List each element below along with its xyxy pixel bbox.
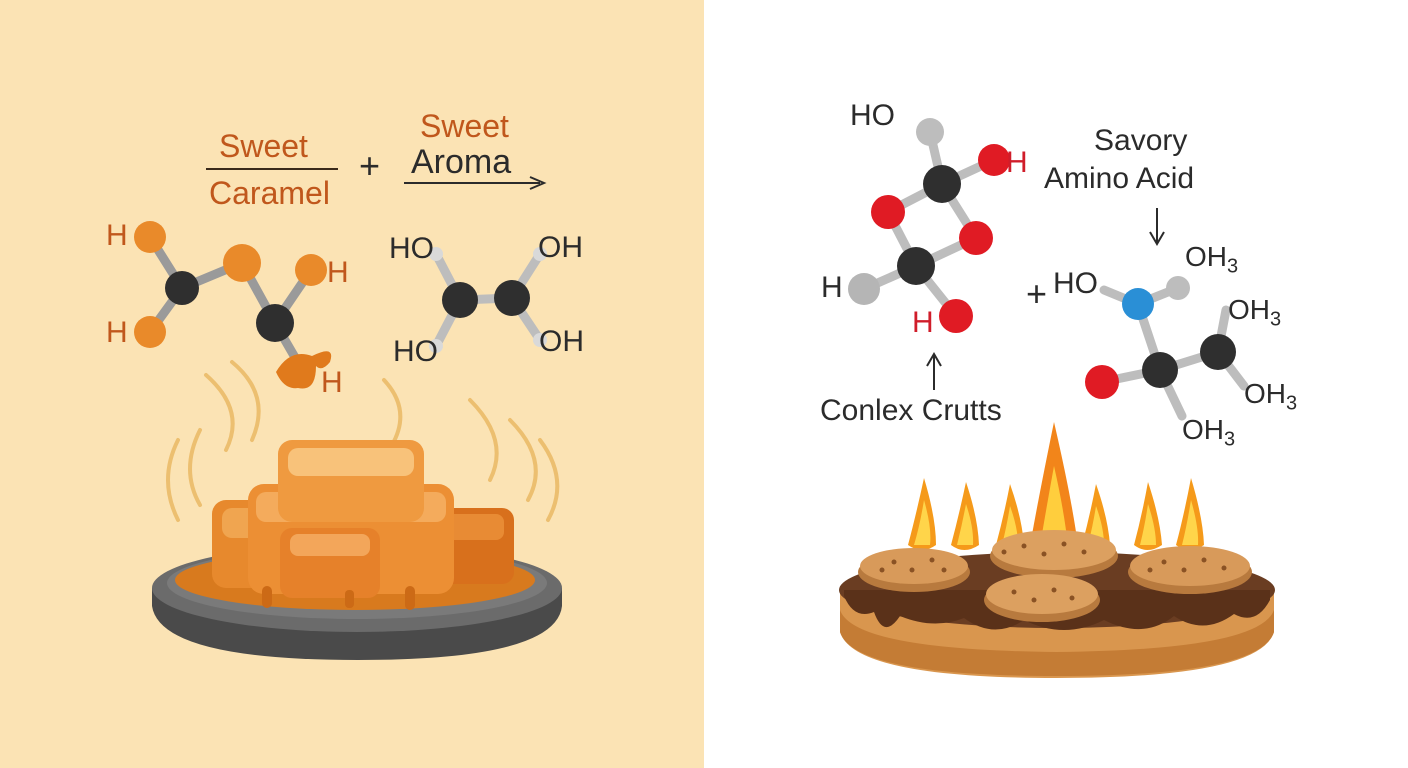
label-caramel: Caramel	[209, 175, 330, 211]
atom-label-h: H	[821, 271, 843, 304]
carbon-atom	[165, 271, 199, 305]
carbon-atom	[1142, 352, 1178, 388]
atom-label-h: H	[327, 256, 349, 289]
atom-label-oh3: OH3	[1228, 294, 1282, 331]
hydrogen-atom	[916, 118, 944, 146]
caramelization-panel: Sweet Caramel + Sweet Aroma H H H H HO H…	[0, 0, 704, 768]
caramelization-illustration	[134, 168, 562, 660]
oxygen-atom	[871, 195, 905, 229]
plus-sign: +	[1026, 273, 1048, 314]
maillard-panel: HO H H H Savory Amino Acid + HO OH3 OH3 …	[704, 0, 1408, 768]
label-aroma: Aroma	[411, 143, 512, 181]
carbon-atom	[1200, 334, 1236, 370]
carbon-atom	[923, 165, 961, 203]
atom-label-h: H	[106, 219, 128, 252]
amino-molecule-atoms	[1085, 276, 1236, 399]
atom-label-oh3: OH3	[1244, 378, 1298, 415]
cookie-speckles	[879, 541, 1227, 603]
diol-molecule-atoms	[429, 247, 547, 353]
plus-sign: +	[359, 145, 381, 186]
nitrogen-atom	[1122, 288, 1154, 320]
atom-label-oh3: OH3	[1182, 414, 1236, 451]
atom-label-oh: OH	[538, 231, 583, 264]
oxygen-atom	[1085, 365, 1119, 399]
hydrogen-atom	[848, 273, 880, 305]
carbon-atom	[897, 247, 935, 285]
atom-label-h: H	[1006, 146, 1028, 179]
sugar-molecule-atoms	[134, 221, 332, 389]
steam-wisps	[166, 360, 560, 522]
arrow-up-head	[926, 352, 942, 367]
orange-atom	[223, 244, 261, 282]
atom-label-oh: OH	[539, 325, 584, 358]
ring-molecule-atoms	[848, 118, 1010, 333]
hydrogen-atom	[1166, 276, 1190, 300]
oxygen-atom	[959, 221, 993, 255]
caramel-drip-atom	[276, 351, 332, 389]
label-amino-acid: Amino Acid	[1044, 162, 1195, 195]
label-sweet: Sweet	[219, 128, 308, 164]
caramel-drips	[262, 586, 415, 610]
carbon-atom	[256, 304, 294, 342]
label-complex-crusts: Conlex Crutts	[820, 394, 1002, 427]
atom-label-h: H	[106, 316, 128, 349]
atom-label-h: H	[912, 306, 934, 339]
maillard-illustration	[839, 118, 1275, 678]
atom-label-ho: HO	[393, 335, 438, 368]
carbon-atom	[442, 282, 478, 318]
carbon-atom	[494, 280, 530, 316]
orange-atom	[295, 254, 327, 286]
label-savory: Savory	[1094, 124, 1188, 157]
oxygen-atom	[939, 299, 973, 333]
atom-label-ho: HO	[389, 232, 434, 265]
oxygen-atom	[978, 144, 1010, 176]
orange-atom	[134, 316, 166, 348]
atom-label-oh3: OH3	[1185, 241, 1239, 278]
reaction-arrow-head	[529, 176, 547, 190]
atom-label-ho: HO	[1053, 267, 1098, 300]
caramel-blocks	[212, 440, 514, 598]
arrows	[926, 208, 1165, 390]
atom-label-h: H	[321, 366, 343, 399]
orange-atom	[134, 221, 166, 253]
arrow-down-head	[1149, 231, 1165, 246]
flames	[908, 422, 1204, 553]
atom-label-ho: HO	[850, 99, 895, 132]
label-sweet-2: Sweet	[420, 108, 509, 144]
